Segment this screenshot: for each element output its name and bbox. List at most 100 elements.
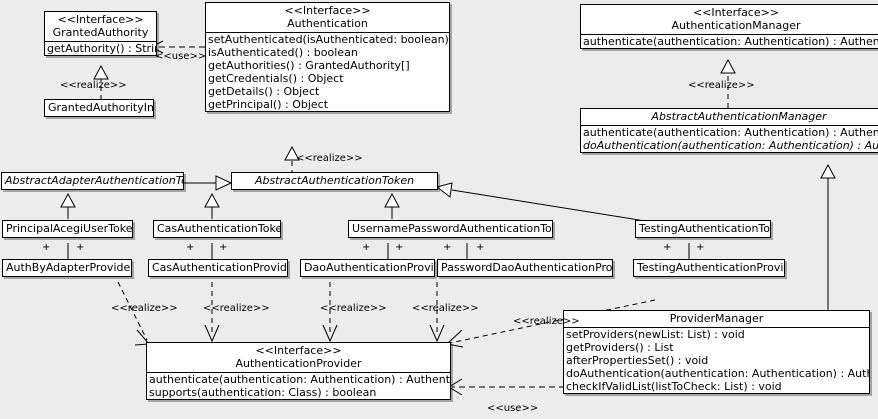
operation-item: getAuthority() : String (47, 42, 156, 55)
class-authentication-provider[interactable]: <<Interface>> AuthenticationProvider aut… (146, 342, 451, 400)
label-realize-abstract-authentication-token: <<realize>> (296, 153, 363, 164)
principal-acegi-user-token-header: PrincipalAcegiUserToken (3, 221, 132, 237)
class-granted-authority[interactable]: <<Interface>> GrantedAuthority getAuthor… (44, 11, 157, 56)
testing-authentication-provider-header: TestingAuthenticationProvider (634, 260, 784, 276)
operation-item: authenticate(authentication: Authenticat… (583, 126, 878, 139)
operation-item: isAuthenticated() : boolean (208, 46, 358, 59)
authentication-divider (206, 32, 449, 33)
association-plus-mark: + (476, 242, 485, 253)
cas-authentication-provider-name: CasAuthenticationProvider (152, 261, 287, 274)
granted-authority-impl-name: GrantedAuthorityImpl (48, 101, 153, 114)
authentication-manager-divider (581, 34, 878, 35)
abstract-authentication-token-header: AbstractAuthenticationToken (232, 173, 437, 189)
operation-item: setAuthenticated(isAuthenticated: boolea… (208, 33, 449, 46)
auth-by-adapter-provider-header: AuthByAdapterProvider (3, 260, 131, 276)
operation-item: doAuthentication(authentication: Authent… (583, 139, 878, 152)
provider-manager-operations: setProviders(newList: List) : void getPr… (564, 328, 869, 393)
principal-acegi-user-token-name: PrincipalAcegiUserToken (6, 222, 132, 235)
authentication-manager-stereotype: <<Interface>> (692, 6, 780, 19)
abstract-authentication-token-name: AbstractAuthenticationToken (254, 174, 415, 187)
granted-authority-divider (45, 41, 156, 42)
operation-item: getAuthorities() : GrantedAuthority[] (208, 59, 410, 72)
abstract-adapter-authentication-token-header: AbstractAdapterAuthenticationToken (2, 173, 183, 189)
provider-manager-name: ProviderManager (669, 312, 764, 325)
granted-authority-operations: getAuthority() : String (45, 42, 156, 55)
authentication-header: <<Interface>> Authentication (206, 3, 449, 32)
authentication-name: Authentication (287, 17, 368, 30)
cas-authentication-token-name: CasAuthenticationToken (157, 222, 280, 235)
label-realize-abstract-authentication-manager: <<realize>> (688, 80, 755, 91)
label-realize-dao-authentication-provider: <<realize>> (320, 303, 387, 314)
abstract-authentication-manager-header: AbstractAuthenticationManager (581, 109, 878, 125)
operation-item: getDetails() : Object (208, 85, 320, 98)
association-plus-mark: + (395, 242, 404, 253)
association-plus-mark: + (219, 242, 228, 253)
authentication-provider-header: <<Interface>> AuthenticationProvider (147, 343, 450, 372)
class-abstract-authentication-manager[interactable]: AbstractAuthenticationManager authentica… (580, 108, 878, 153)
class-granted-authority-impl[interactable]: GrantedAuthorityImpl (44, 99, 154, 117)
class-auth-by-adapter-provider[interactable]: AuthByAdapterProvider (2, 259, 132, 277)
testing-authentication-provider-name: TestingAuthenticationProvider (637, 261, 784, 274)
class-dao-authentication-provider[interactable]: DaoAuthenticationProvider (300, 259, 435, 277)
association-plus-mark: + (362, 242, 371, 253)
authentication-operations: setAuthenticated(isAuthenticated: boolea… (206, 33, 449, 111)
provider-manager-header: ProviderManager (564, 311, 869, 327)
association-plus-mark: + (42, 242, 51, 253)
class-abstract-authentication-token[interactable]: AbstractAuthenticationToken (231, 172, 438, 190)
label-use-authentication-granted-authority: <<use>> (155, 51, 207, 62)
authentication-provider-stereotype: <<Interface>> (255, 344, 342, 357)
authentication-stereotype: <<Interface>> (284, 4, 371, 17)
dao-authentication-provider-header: DaoAuthenticationProvider (301, 260, 434, 276)
authentication-provider-operations: authenticate(authentication: Authenticat… (147, 373, 450, 399)
class-testing-authentication-token[interactable]: TestingAuthenticationToken (635, 220, 771, 238)
operation-item: afterPropertiesSet() : void (566, 354, 709, 367)
password-dao-authentication-provider-header: PasswordDaoAuthenticationProvider (438, 260, 612, 276)
class-authentication[interactable]: <<Interface>> Authentication setAuthenti… (205, 2, 450, 112)
operation-item: doAuthentication(authentication: Authent… (566, 367, 869, 380)
label-use-provider-manager-authentication-provider: <<use>> (487, 403, 539, 414)
cas-authentication-token-header: CasAuthenticationToken (154, 221, 280, 237)
username-password-authentication-token-header: UsernamePasswordAuthenticationToken (349, 221, 552, 237)
abstract-authentication-manager-divider (581, 125, 878, 126)
authentication-provider-divider (147, 372, 450, 373)
abstract-authentication-manager-name: AbstractAuthenticationManager (651, 110, 827, 123)
class-testing-authentication-provider[interactable]: TestingAuthenticationProvider (633, 259, 785, 277)
provider-manager-divider (564, 327, 869, 328)
operation-item: getPrincipal() : Object (208, 98, 329, 111)
operation-item: getProviders() : List (566, 341, 674, 354)
class-cas-authentication-provider[interactable]: CasAuthenticationProvider (148, 259, 288, 277)
class-authentication-manager[interactable]: <<Interface>> AuthenticationManager auth… (580, 4, 878, 49)
abstract-authentication-manager-operations: authenticate(authentication: Authenticat… (581, 126, 878, 152)
label-realize-auth-by-adapter-provider: <<realize>> (111, 303, 178, 314)
cas-authentication-provider-header: CasAuthenticationProvider (149, 260, 287, 276)
association-plus-mark: + (186, 242, 195, 253)
association-plus-mark: + (443, 242, 452, 253)
granted-authority-name: GrantedAuthority (52, 26, 149, 39)
auth-by-adapter-provider-name: AuthByAdapterProvider (6, 261, 131, 274)
username-password-authentication-token-name: UsernamePasswordAuthenticationToken (352, 222, 552, 235)
dao-authentication-provider-name: DaoAuthenticationProvider (304, 261, 434, 274)
authentication-manager-operations: authenticate(authentication: Authenticat… (581, 35, 878, 48)
operation-item: getCredentials() : Object (208, 72, 344, 85)
granted-authority-header: <<Interface>> GrantedAuthority (45, 12, 156, 41)
password-dao-authentication-provider-name: PasswordDaoAuthenticationProvider (441, 261, 612, 274)
association-plus-mark: + (76, 242, 85, 253)
operation-item: supports(authentication: Class) : boolea… (149, 386, 377, 399)
authentication-manager-header: <<Interface>> AuthenticationManager (581, 5, 878, 34)
label-realize-granted-authority-impl: <<realize>> (60, 80, 127, 91)
class-abstract-adapter-authentication-token[interactable]: AbstractAdapterAuthenticationToken (1, 172, 184, 190)
operation-item: setProviders(newList: List) : void (566, 328, 745, 341)
testing-authentication-token-name: TestingAuthenticationToken (639, 222, 770, 235)
label-realize-password-dao-authentication-provider: <<realize>> (412, 303, 479, 314)
class-principal-acegi-user-token[interactable]: PrincipalAcegiUserToken (2, 220, 133, 238)
granted-authority-stereotype: <<Interface>> (57, 13, 144, 26)
class-password-dao-authentication-provider[interactable]: PasswordDaoAuthenticationProvider (437, 259, 613, 277)
class-provider-manager[interactable]: ProviderManager setProviders(newList: Li… (563, 310, 870, 394)
class-cas-authentication-token[interactable]: CasAuthenticationToken (153, 220, 281, 238)
class-username-password-authentication-token[interactable]: UsernamePasswordAuthenticationToken (348, 220, 553, 238)
association-plus-mark: + (663, 242, 672, 253)
operation-item: checkIfValidList(listToCheck: List) : vo… (566, 380, 782, 393)
operation-item: authenticate(authentication: Authenticat… (149, 373, 450, 386)
abstract-adapter-authentication-token-name: AbstractAdapterAuthenticationToken (5, 174, 183, 187)
